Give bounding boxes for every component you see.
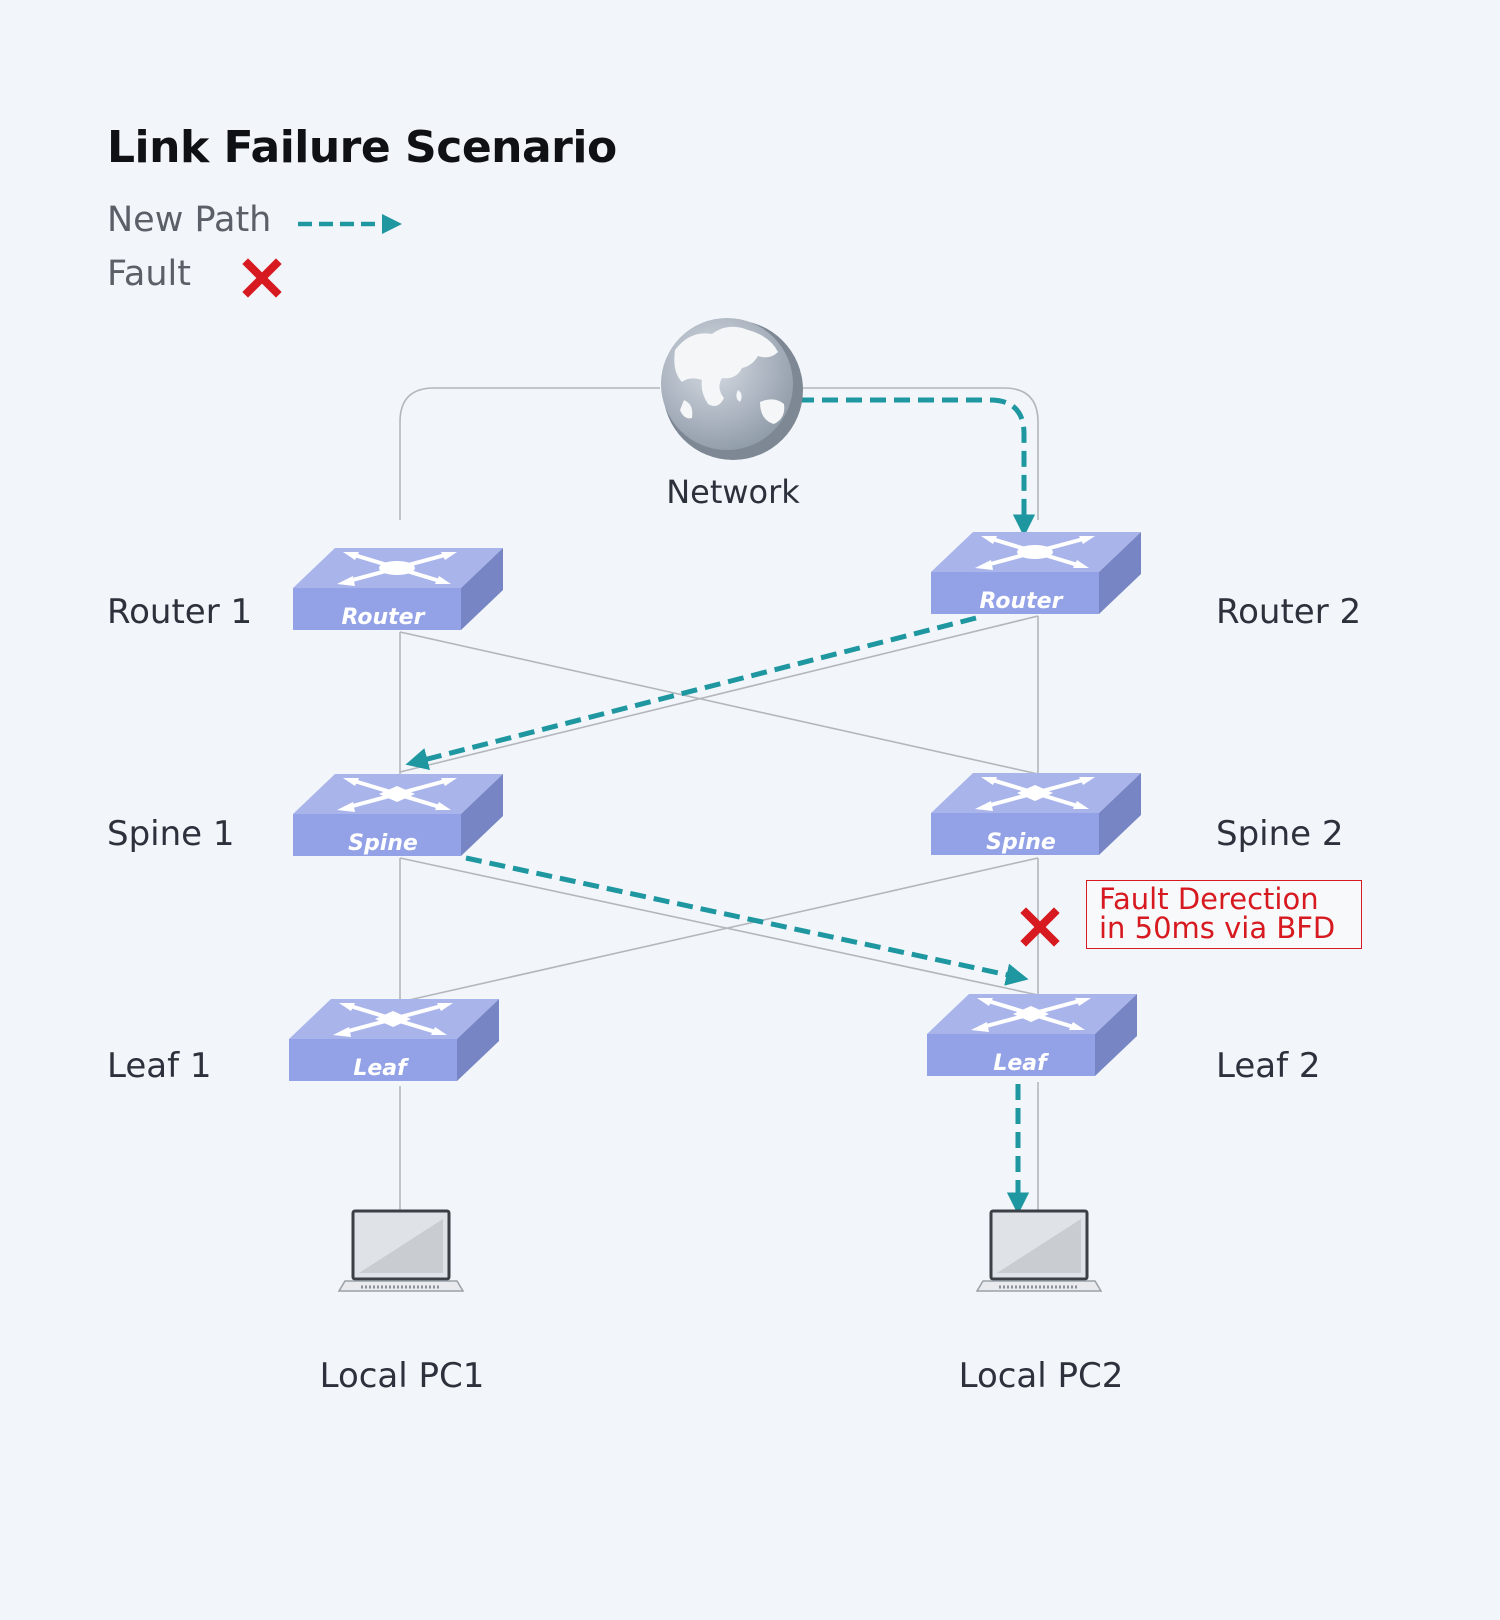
router1-label: Router 1 (107, 592, 253, 632)
diagram-title: Link Failure Scenario (107, 122, 617, 173)
switch-side-face (457, 999, 499, 1081)
pc1-label: Local PC1 (319, 1356, 485, 1396)
leaf1-label: Leaf 1 (107, 1046, 212, 1086)
switch-arrows (337, 552, 457, 586)
switch-front-face (931, 572, 1099, 614)
new-path-network-router2 (798, 397, 1036, 537)
switch-arrows (333, 1003, 453, 1037)
fault-note-line2: in 50ms via BFD (1099, 911, 1336, 945)
legend-new-path-label: New Path (107, 200, 272, 240)
switch-arrows (975, 777, 1095, 811)
switch-arrows (971, 998, 1091, 1032)
router2-label: Router 2 (1216, 592, 1362, 632)
legend-fault-label: Fault (107, 254, 191, 294)
new-path-spine1-leaf2 (465, 855, 1029, 986)
globe-icon (661, 318, 803, 460)
link-router2-spine1 (399, 615, 1039, 773)
switch-front-face (293, 814, 461, 856)
pc2-laptop-icon (975, 1209, 1103, 1292)
router2-badge: Router (980, 589, 1064, 614)
switch-side-face (1099, 532, 1141, 614)
router2-switch-icon (931, 532, 1141, 614)
switch-arrows (337, 778, 457, 812)
switch-front-face (293, 588, 461, 630)
spine2-switch-icon (931, 773, 1141, 855)
spine2-label: Spine 2 (1216, 814, 1344, 854)
router1-badge: Router (342, 605, 426, 630)
leaf1-switch-icon (289, 999, 499, 1081)
fault-note-line1: Fault Derection (1099, 882, 1319, 916)
link-network-router2 (798, 387, 1039, 520)
leaf2-switch-icon (927, 994, 1137, 1076)
switch-side-face (461, 548, 503, 630)
leaf2-label: Leaf 2 (1216, 1046, 1321, 1086)
spine1-label: Spine 1 (107, 814, 235, 854)
switch-side-face (461, 774, 503, 856)
switch-side-face (1099, 773, 1141, 855)
pc1-laptop-icon (337, 1209, 465, 1292)
switch-front-face (931, 813, 1099, 855)
link-spine1-leaf2 (399, 857, 1039, 996)
link-network-router1 (399, 387, 660, 520)
new-path-router2-spine1 (405, 615, 977, 770)
fault-detection-note: Fault Derection in 50ms via BFD (1086, 880, 1362, 949)
link-router1-spine2 (399, 631, 1039, 775)
spine1-badge: Spine (348, 831, 418, 856)
switch-side-face (1095, 994, 1137, 1076)
switch-front-face (927, 1034, 1095, 1076)
spine2-badge: Spine (986, 830, 1056, 855)
physical-links (399, 387, 1039, 1212)
router1-switch-icon (293, 548, 503, 630)
spine1-switch-icon (293, 774, 503, 856)
pc2-label: Local PC2 (958, 1356, 1124, 1396)
fault-x-icon (1020, 907, 1060, 947)
link-spine2-leaf1 (399, 857, 1039, 1003)
new-path (405, 397, 1036, 1215)
leaf2-badge: Leaf (993, 1051, 1049, 1076)
legend-fault-icon (242, 258, 282, 298)
network-label: Network (666, 473, 800, 511)
switch-front-face (289, 1039, 457, 1081)
leaf1-badge: Leaf (353, 1056, 409, 1081)
switch-arrows (975, 536, 1095, 570)
